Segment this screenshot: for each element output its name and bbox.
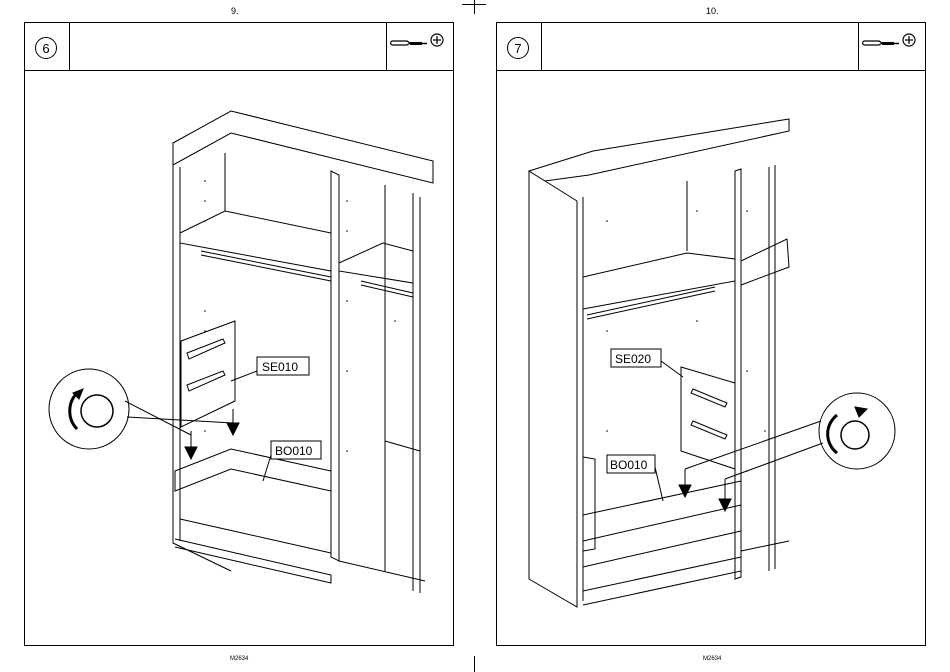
step-cell: 6 (25, 23, 70, 70)
part-label-bo010: BO010 (275, 444, 313, 458)
step-number: 7 (507, 37, 529, 59)
step-header: 7 (497, 23, 925, 71)
part-label-se020: SE020 (615, 352, 651, 366)
step-header: 6 (25, 23, 453, 71)
step-number: 6 (35, 37, 57, 59)
part-label-bo010: BO010 (610, 458, 648, 472)
fold-crossmark (462, 4, 486, 5)
page-number-left: 9. (231, 6, 239, 16)
part-label-se010: SE010 (262, 360, 298, 374)
phillips-screw-icon (431, 34, 443, 46)
fold-mark-top (474, 0, 475, 14)
instruction-page-right: 7 (496, 22, 926, 646)
tool-cell (386, 23, 453, 70)
tool-cell (858, 23, 925, 70)
screwdriver-icon (389, 31, 451, 59)
assembly-illustration: SE010 BO010 (25, 71, 454, 645)
assembly-illustration: SE020 BO010 (497, 71, 926, 645)
screwdriver-icon (861, 31, 923, 59)
footer-code-left: M2634 (230, 656, 248, 662)
step-cell: 7 (497, 23, 542, 70)
footer-code-right: M2634 (703, 656, 721, 662)
instruction-page-left: 6 (24, 22, 454, 646)
page-number-right: 10. (706, 6, 719, 16)
fold-mark-bottom (474, 656, 475, 672)
phillips-screw-icon (903, 34, 915, 46)
